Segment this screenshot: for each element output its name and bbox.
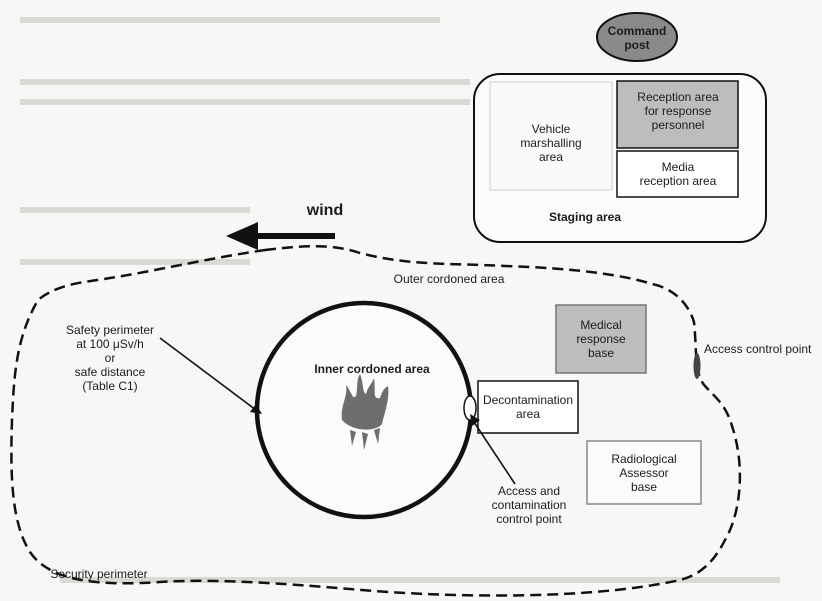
radiological-assessor-box <box>586 440 702 505</box>
medical-response-label: Medical response base <box>576 318 626 360</box>
wind-label: wind <box>306 202 344 219</box>
access-point-leader <box>470 414 516 485</box>
fire-icon <box>341 374 389 450</box>
media-area-box <box>616 150 739 198</box>
decontamination-label: Decontamination area <box>482 393 574 421</box>
safety-perimeter-leader <box>159 337 262 414</box>
reception-area-label: Reception area for response personnel <box>637 90 719 132</box>
access-control-point-marker <box>693 353 701 379</box>
radiological-assessor-label: Radiological Assessor base <box>611 452 677 494</box>
vehicle-marshalling-label: Vehicle marshalling area <box>520 122 582 164</box>
safety-perimeter-label: Safety perimeter at 100 μSv/h or safe di… <box>65 323 155 393</box>
medical-response-box <box>555 304 647 374</box>
reception-area-box <box>616 80 739 149</box>
outer-cordoned-label: Outer cordoned area <box>393 272 505 286</box>
vehicle-marshalling-box <box>489 81 613 191</box>
security-perimeter-dashed <box>10 245 742 597</box>
staging-area-label: Staging area <box>548 210 622 224</box>
access-contamination-gate <box>463 395 477 421</box>
wind-arrow <box>226 222 335 250</box>
access-contamination-label: Access and contamination control point <box>491 484 567 526</box>
media-area-label: Media reception area <box>639 160 717 188</box>
command-post-label: Command post <box>607 24 667 52</box>
decontamination-box <box>477 380 579 434</box>
security-perimeter-label: Security perimeter <box>50 567 148 581</box>
inner-cordoned-label: Inner cordoned area <box>314 362 430 376</box>
access-control-point-label: Access control point <box>704 342 812 356</box>
command-post-ellipse <box>596 12 678 62</box>
